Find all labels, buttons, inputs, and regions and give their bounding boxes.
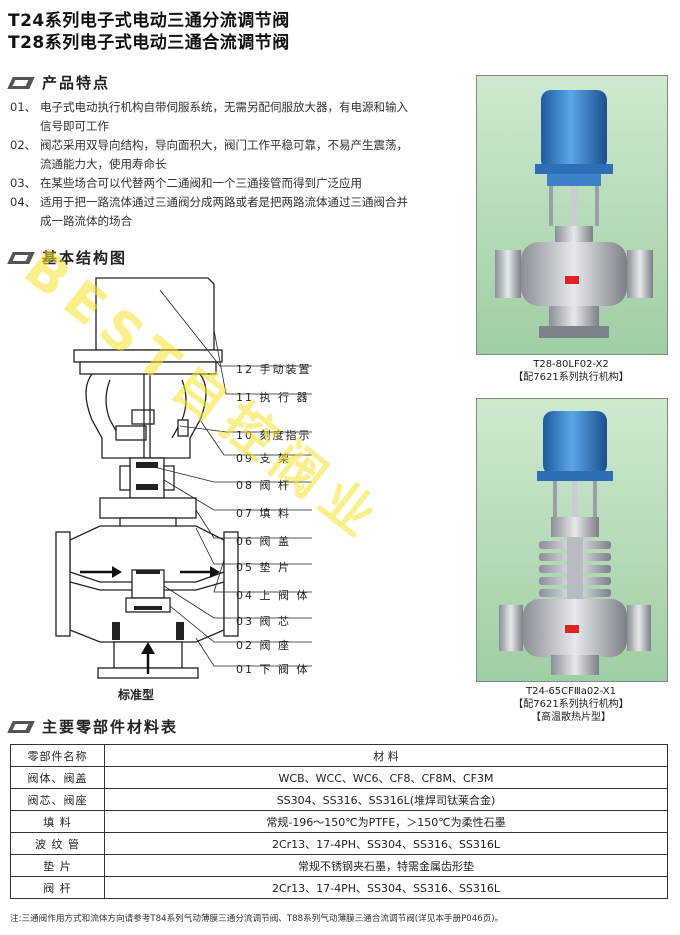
title-t28: T28系列电子式电动三通合流调节阀: [8, 33, 290, 53]
table-row: 垫 片常规不锈钢夹石墨，特需金属齿形垫: [10, 854, 668, 877]
valve-photo-image: [477, 76, 667, 354]
callout-07: 07 填 料: [236, 507, 291, 520]
diagram-caption: 标准型: [118, 688, 155, 702]
callout-02: 02 阀 座: [236, 639, 291, 652]
callout-10: 10 刻度指示: [236, 429, 312, 442]
structure-diagram: [10, 270, 470, 700]
feature-list: 01、电子式电动执行机构自带伺服系统，无需另配伺服放大器，有电源和输入信号即可工…: [10, 98, 410, 231]
product-photo-t24-caption: T24-65CFⅢa02-X1 【配7621系列执行机构】 【高温散热片型】: [513, 686, 629, 723]
callout-05: 05 垫 片: [236, 561, 291, 574]
callout-03: 03 阀 芯: [236, 615, 291, 628]
product-photo-t28-caption: T28-80LF02-X2 【配7621系列执行机构】: [513, 359, 629, 383]
callout-01: 01 下 阀 体: [236, 663, 310, 676]
callout-04: 04 上 阀 体: [236, 589, 310, 602]
section-features-label: 产品特点: [42, 74, 111, 92]
section-materials-header: 主要零部件材料表: [7, 716, 179, 737]
callout-08: 08 阀 杆: [236, 479, 291, 492]
footnote: 注:三通阀作用方式和流体方向请参考T84系列气动薄膜三通分流调节阀、T88系列气…: [10, 914, 504, 924]
valve-photo-image: [477, 399, 667, 681]
section-features-header: 产品特点: [7, 72, 111, 93]
feature-item: 04、适用于把一路流体通过三通阀分成两路或者是把两路流体通过三通阀合并成一路流体…: [10, 195, 408, 228]
section-marker-icon: [7, 76, 35, 89]
table-header-row: 零部件名称 材 料: [10, 744, 668, 767]
product-photo-t24: [476, 398, 668, 682]
valve-cross-section: [55, 277, 312, 679]
feature-item: 02、阀芯采用双导向结构，导向面积大，阀门工作平稳可靠，不易产生震荡，流通能力大…: [10, 138, 408, 171]
column-header-material: 材 料: [104, 744, 668, 767]
column-header-part: 零部件名称: [10, 744, 105, 767]
section-structure-label: 基本结构图: [42, 249, 128, 267]
callout-11: 11 执 行 器: [236, 391, 310, 404]
callout-09: 09 支 架: [236, 452, 291, 465]
callout-12: 12 手动装置: [236, 363, 312, 376]
callout-06: 06 阀 盖: [236, 535, 291, 548]
section-materials-label: 主要零部件材料表: [42, 718, 179, 736]
title-t24: T24系列电子式电动三通分流调节阀: [8, 11, 290, 31]
section-marker-icon: [7, 720, 35, 733]
product-photo-t28: [476, 75, 668, 355]
feature-item: 01、电子式电动执行机构自带伺服系统，无需另配伺服放大器，有电源和输入信号即可工…: [10, 100, 408, 133]
table-row: 填 料常规-196～150℃为PTFE，＞150℃为柔性石墨: [10, 810, 668, 833]
feature-item: 03、在某些场合可以代替两个二通阀和一个三通接管而得到广泛应用: [10, 176, 362, 190]
section-marker-icon: [7, 251, 35, 264]
section-structure-header: 基本结构图: [7, 247, 128, 268]
